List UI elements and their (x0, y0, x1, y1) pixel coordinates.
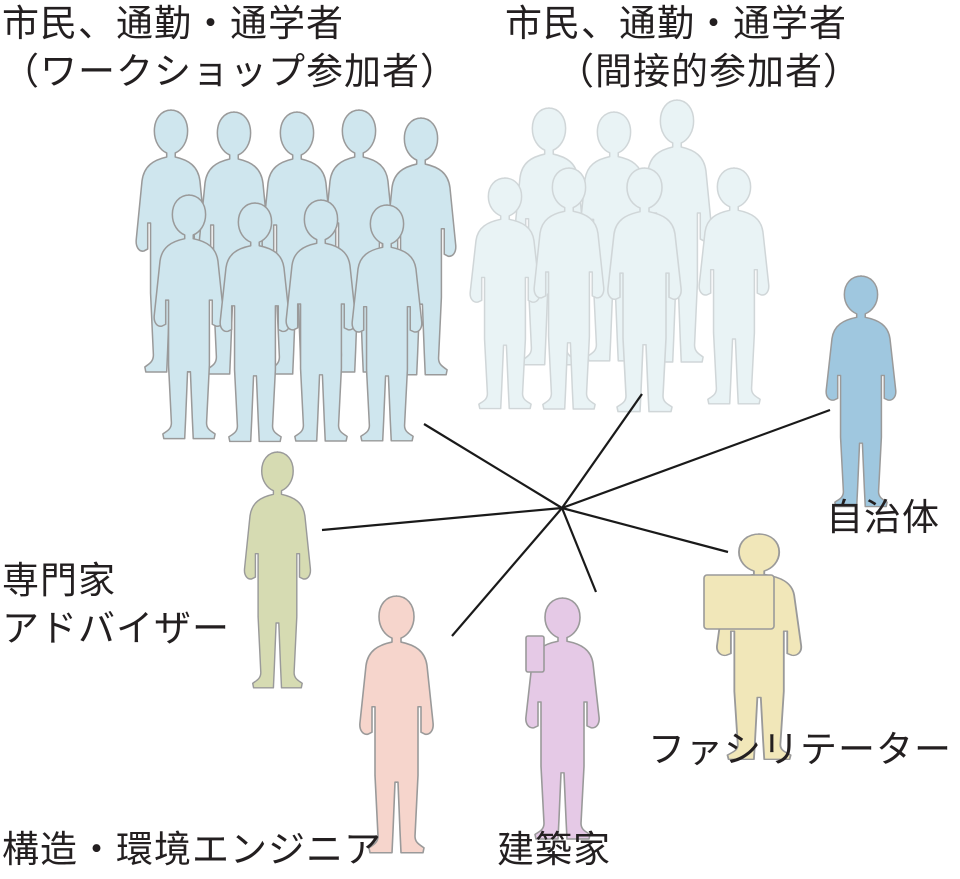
indirect-participants-crowd (469, 99, 770, 413)
indirect-participants-title: 市民、通勤・通学者 (505, 2, 847, 45)
indirect-participants-label: 市民、通勤・通学者 （間接的参加者） (505, 0, 861, 96)
held-document (525, 635, 545, 673)
link-engineer (451, 507, 563, 637)
carried-box (703, 574, 775, 630)
architect-label: 建築家 (497, 828, 611, 871)
facilitator-label: ファシリテーター (648, 728, 952, 771)
workshop-participants-subtitle: （ワークショップ参加者） (2, 50, 458, 93)
link-indirect (561, 393, 643, 509)
government-label: 自治体 (826, 496, 940, 539)
link-facilitator (561, 506, 729, 554)
advisor-label: 専門家 アドバイザー (2, 557, 230, 653)
workshop-participants-label: 市民、通勤・通学者 （ワークショップ参加者） (2, 0, 458, 96)
link-government (561, 408, 831, 510)
facilitator-figure (703, 533, 803, 761)
indirect-participants-subtitle: （間接的参加者） (557, 50, 861, 93)
workshop-participants-title: 市民、通勤・通学者 (2, 2, 344, 45)
advisor-subtitle: アドバイザー (2, 607, 230, 650)
engineer-label: 構造・環境エンジニア (2, 828, 382, 871)
connection-lines (321, 393, 831, 637)
engineer-figure (359, 595, 434, 854)
workshop-participants-crowd (135, 109, 457, 443)
link-workshop (423, 423, 563, 509)
advisor-title: 専門家 (2, 559, 116, 602)
government-figure (825, 275, 897, 508)
link-advisor (321, 506, 563, 532)
link-architect (560, 507, 598, 593)
architect-figure (525, 597, 600, 840)
advisor-figure (243, 451, 312, 689)
